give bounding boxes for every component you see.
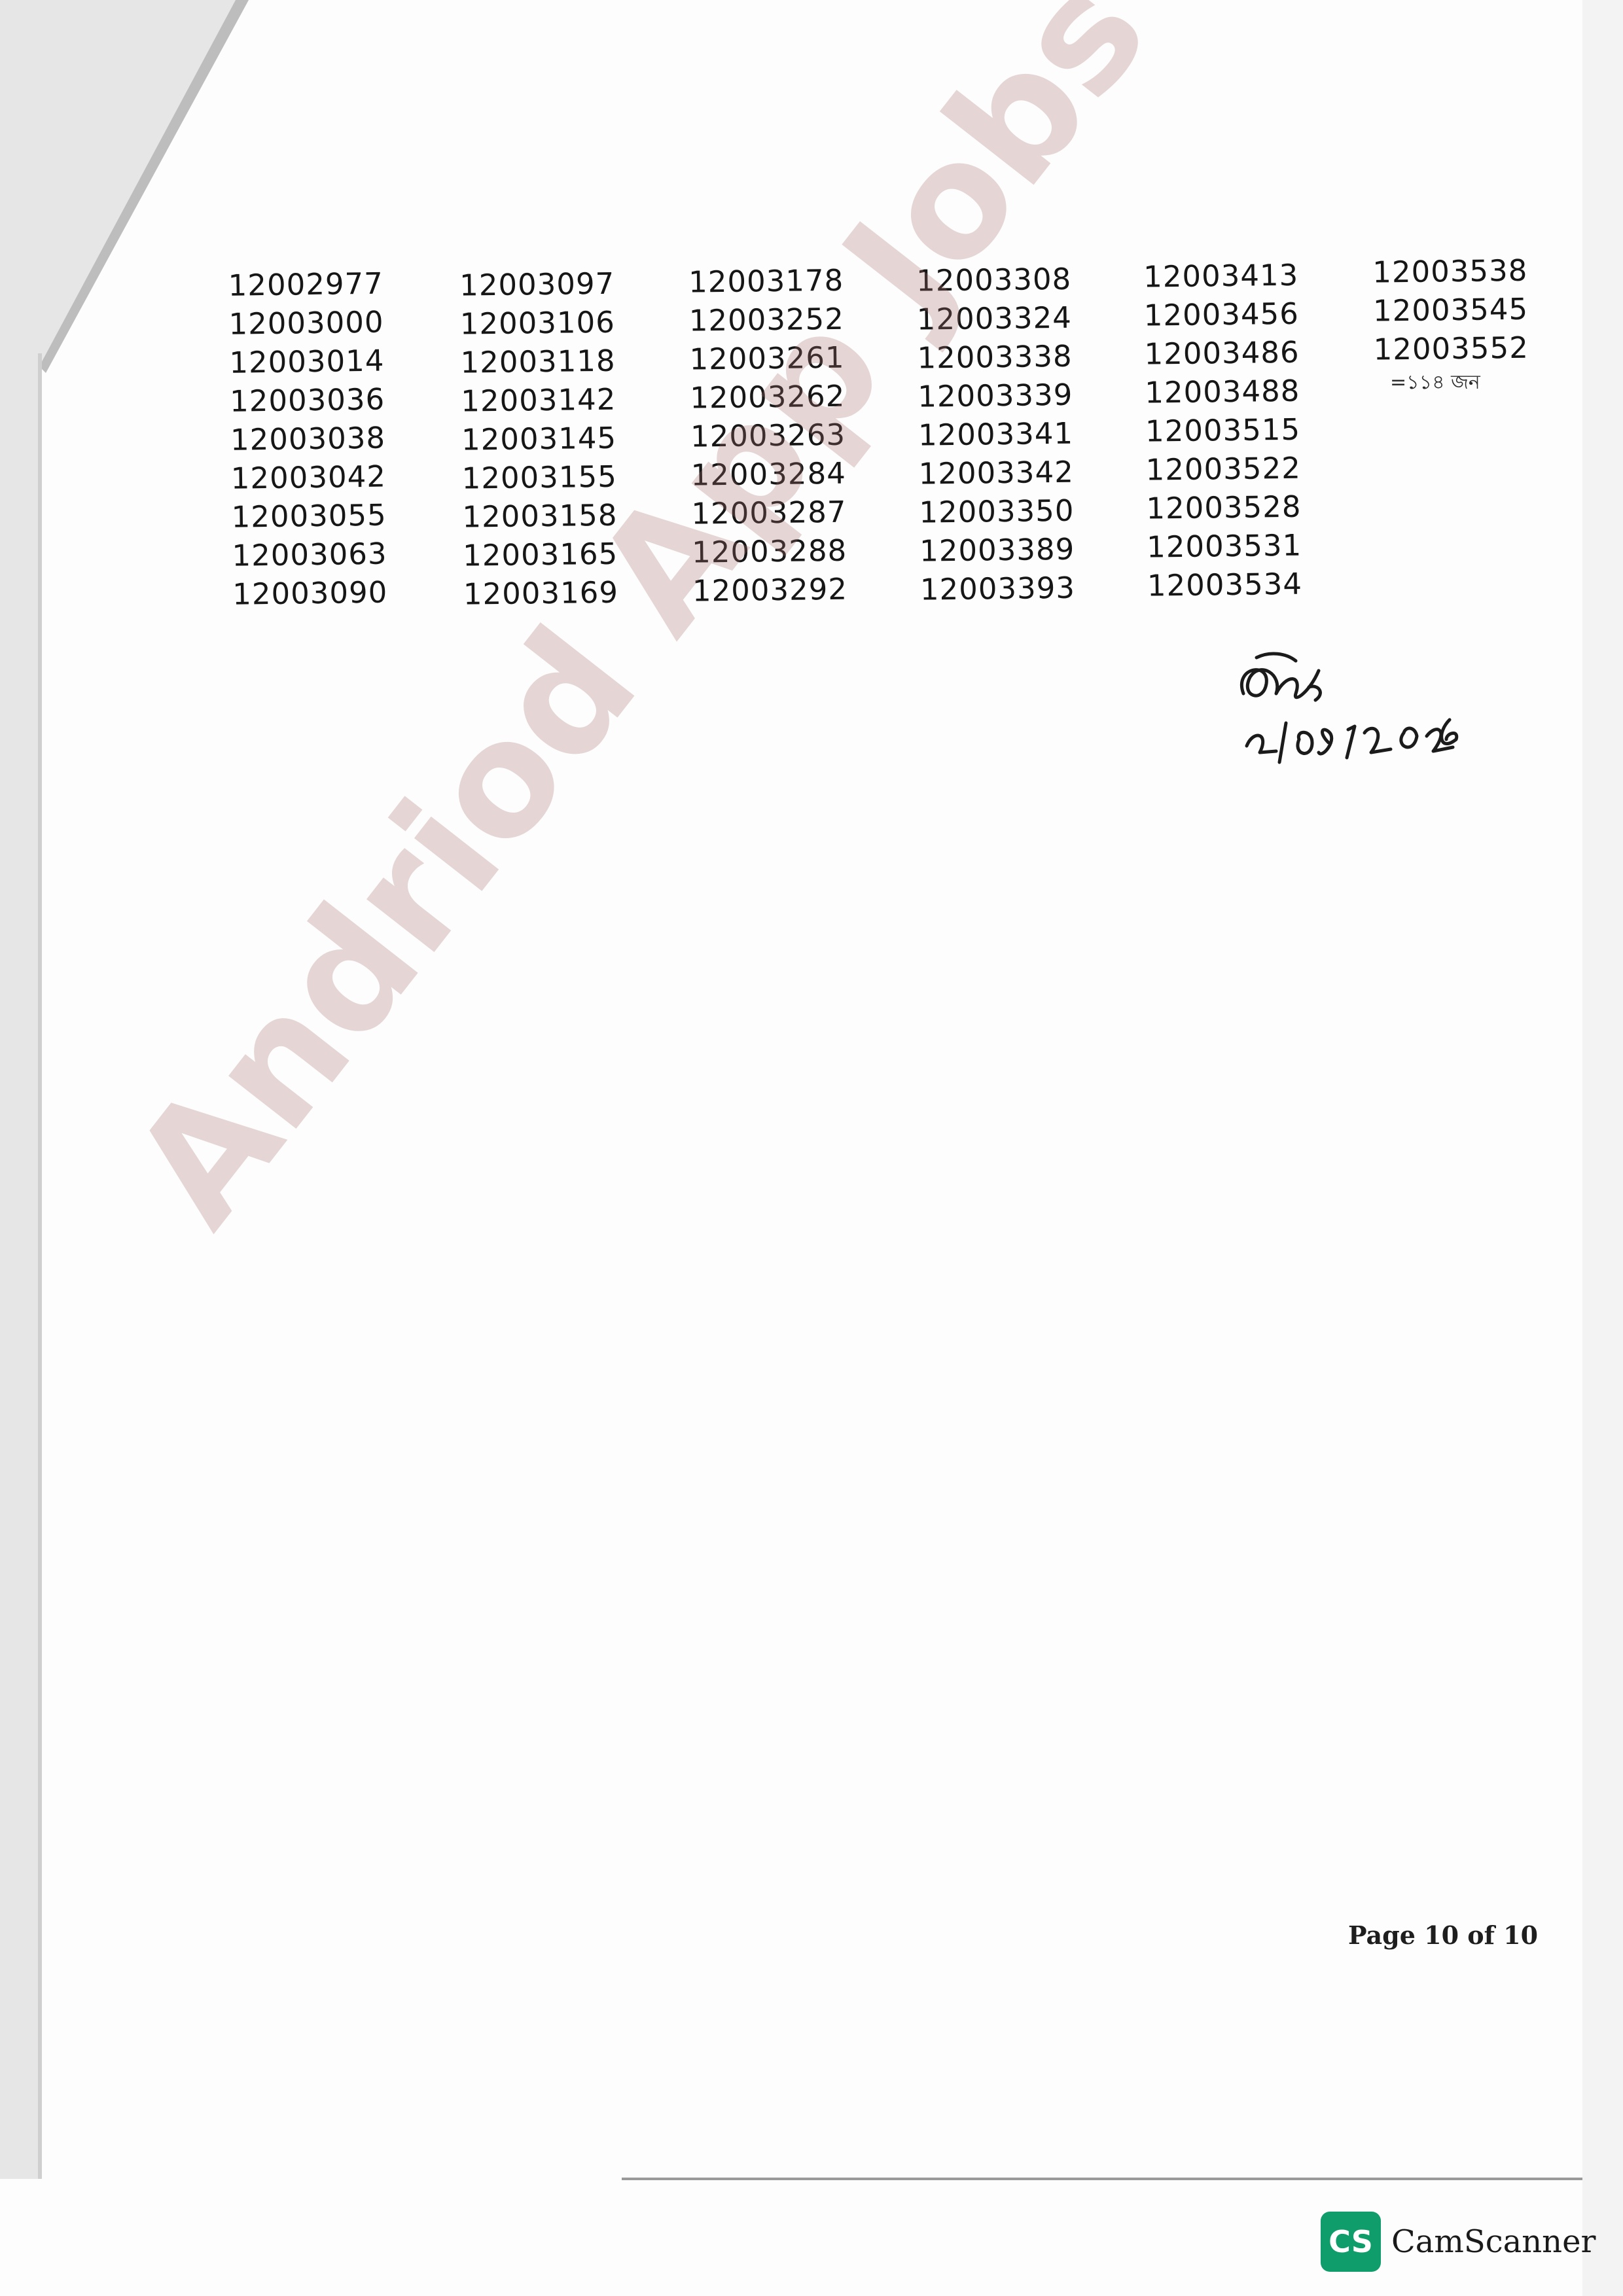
roll-number: 12003106: [459, 304, 616, 342]
page-number: Page 10 of 10: [1348, 1920, 1539, 1950]
roll-number: 12003389: [919, 531, 1075, 569]
roll-number: 12003528: [1146, 489, 1302, 526]
roll-number: 12003142: [460, 381, 616, 419]
camscanner-name: CamScanner: [1391, 2223, 1596, 2260]
roll-number: 12003036: [229, 381, 385, 419]
roll-number: 12003042: [230, 459, 387, 496]
roll-number: 12003339: [917, 377, 1073, 414]
roll-number-column-6: 12003538 12003545 12003552: [1372, 251, 1544, 368]
roll-number: 12003538: [1372, 253, 1528, 290]
roll-number: 12003522: [1145, 450, 1302, 487]
roll-number: 12003456: [1143, 296, 1300, 333]
roll-number: 12003486: [1144, 334, 1300, 372]
roll-number-column-1: 12002977 12003000 12003014 12003036 1200…: [228, 264, 402, 614]
roll-number: 12003341: [918, 415, 1074, 453]
roll-number: 12003534: [1147, 566, 1303, 603]
roll-number-column-5: 12003413 12003456 12003486 12003488 1200…: [1143, 255, 1317, 605]
roll-number: 12003055: [231, 497, 387, 535]
roll-number: 12003145: [461, 420, 617, 457]
roll-number: 12003515: [1145, 412, 1301, 449]
roll-number: 12003413: [1143, 257, 1299, 294]
roll-number: 12003000: [228, 304, 384, 342]
roll-number: 12003545: [1372, 291, 1529, 328]
roll-number: 12003552: [1373, 330, 1529, 367]
total-count-note: =১১৪ জন: [1390, 371, 1480, 394]
roll-number: 12003155: [461, 459, 618, 496]
roll-number: 12003090: [232, 574, 388, 612]
roll-number: 12003488: [1144, 373, 1300, 410]
roll-number: 12003342: [918, 454, 1075, 491]
roll-number: 12003038: [230, 420, 386, 457]
handwritten-signature: [1240, 652, 1459, 764]
roll-number: 12002977: [228, 266, 384, 303]
roll-number: 12003350: [919, 493, 1075, 530]
camscanner-logo-icon: CS: [1321, 2212, 1381, 2272]
roll-number: 12003014: [228, 343, 385, 380]
roll-number: 12003063: [232, 536, 387, 573]
roll-number: 12003118: [460, 343, 616, 380]
camscanner-badge: CS CamScanner: [1321, 2212, 1596, 2272]
roll-number: 12003393: [919, 570, 1076, 607]
roll-number: 12003531: [1146, 527, 1302, 565]
roll-number: 12003097: [459, 266, 615, 303]
